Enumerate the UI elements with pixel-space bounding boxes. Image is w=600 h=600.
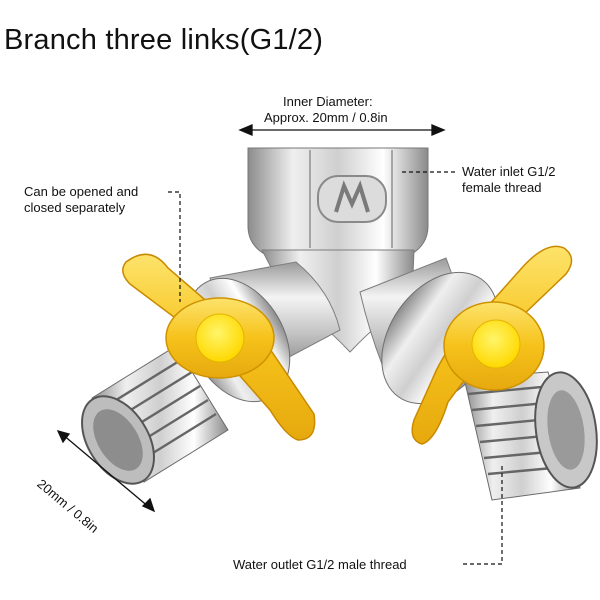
outlet-label: Water outlet G1/2 male thread <box>233 557 407 572</box>
left-branch <box>81 253 341 485</box>
outlet-leader-line <box>462 466 503 565</box>
left-valve-handle <box>122 253 316 441</box>
left-outlet-thread <box>81 345 229 485</box>
inner-diameter-label: Inner Diameter: <box>283 94 373 110</box>
inlet-label-line2: female thread <box>462 180 542 195</box>
dimension-arrow-inner-diameter <box>238 124 446 136</box>
page-title: Branch three links(G1/2) <box>4 24 324 56</box>
right-branch <box>359 245 598 501</box>
valve-label-line2: closed separately <box>24 200 126 215</box>
dimension-arrow-outlet-size <box>56 430 156 513</box>
right-valve-handle <box>411 245 573 445</box>
valve-leader-line <box>168 191 181 302</box>
right-outlet-thread <box>463 371 598 501</box>
inner-diameter-label-line2: Approx. 20mm / 0.8in <box>264 110 388 125</box>
valve-label-line1: Can be opened and <box>24 184 139 199</box>
inner-diameter-label-line1: Inner Diameter: <box>283 94 373 109</box>
inlet-label-line1: Water inlet G1/2 <box>462 164 556 179</box>
